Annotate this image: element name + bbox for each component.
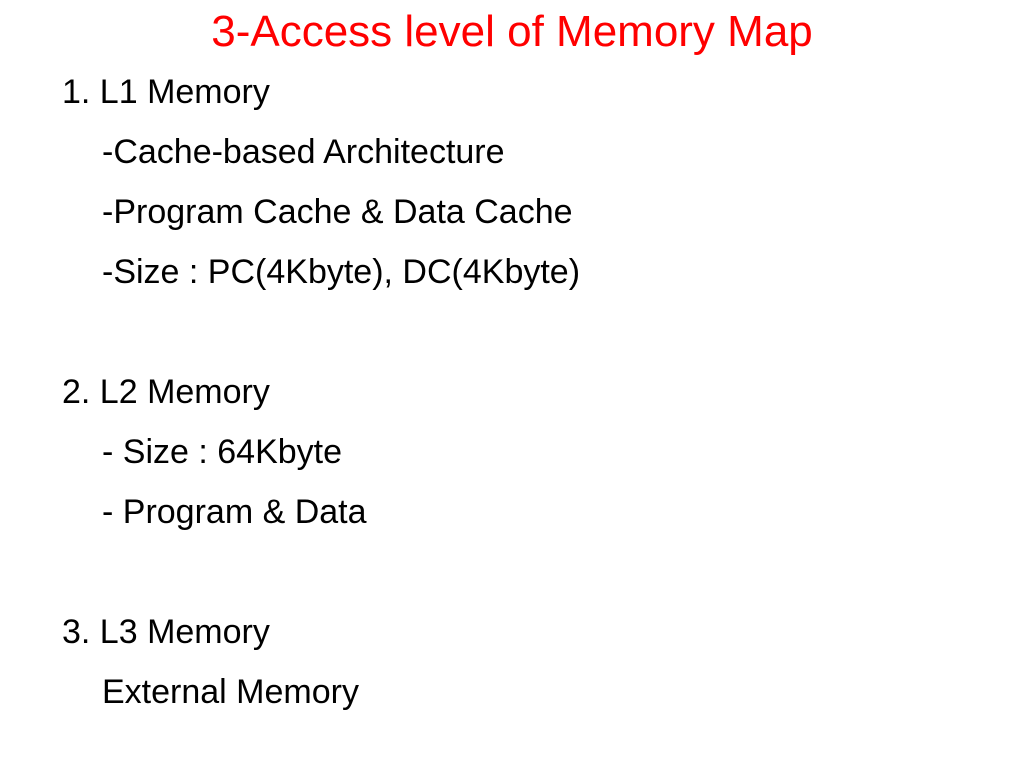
section-heading-l2: 2. L2 Memory [62,373,270,411]
slide-title: 3-Access level of Memory Map [211,7,813,56]
l3-detail-external: External Memory [102,673,359,711]
l1-detail-caches: -Program Cache & Data Cache [102,193,573,231]
section-spacer [62,312,1002,372]
section-heading-l3: 3. L3 Memory [62,613,270,651]
section-spacer [62,552,1002,612]
slide-body: 1. L1 Memory -Cache-based Architecture -… [62,72,1002,732]
l2-detail-size: - Size : 64Kbyte [102,433,343,471]
l2-detail-contents: - Program & Data [102,493,367,531]
l1-detail-architecture: -Cache-based Architecture [102,133,505,171]
section-heading-l1: 1. L1 Memory [62,73,270,111]
l1-detail-size: -Size : PC(4Kbyte), DC(4Kbyte) [102,253,581,291]
